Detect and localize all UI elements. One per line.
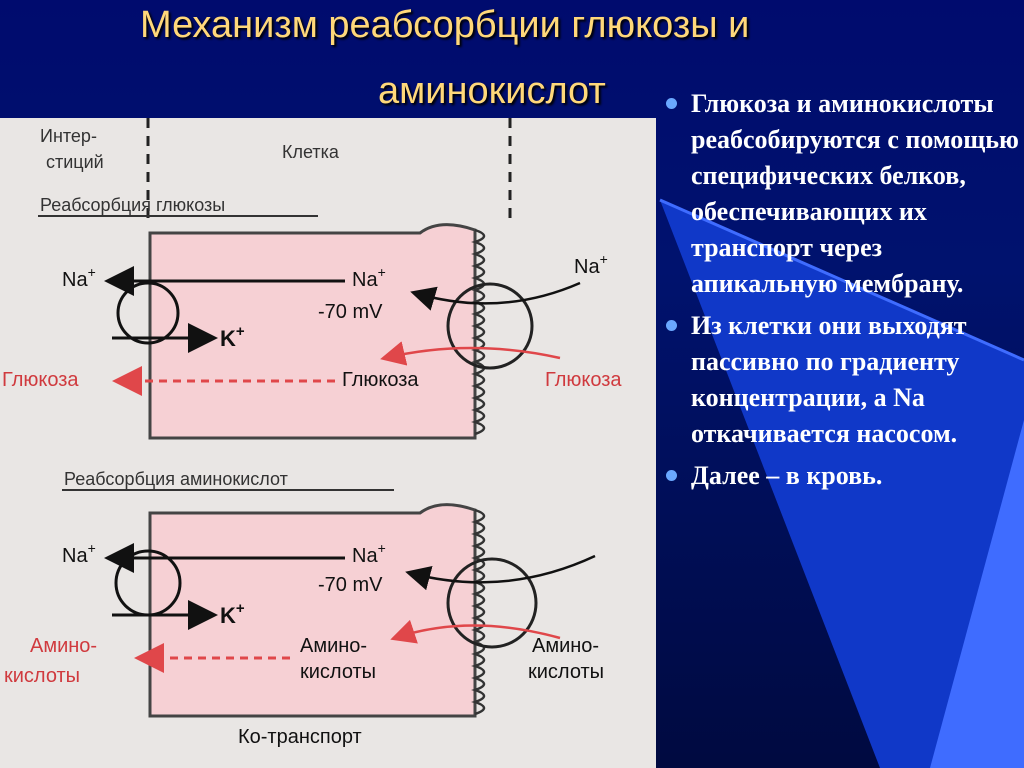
amino-voltage-label: -70 mV [318, 574, 383, 596]
glucose-label-center: Глюкоза [342, 369, 419, 391]
diagram-svg: Интер- стиций Клетка Реабсорбция глюкозы… [2, 118, 622, 748]
interstitium-label-1: Интер- [40, 126, 97, 146]
amino-label-right-2: кислоты [528, 661, 604, 683]
reabsorption-diagram: Интер- стиций Клетка Реабсорбция глюкозы… [0, 118, 656, 768]
amino-na-center: Na+ [352, 540, 386, 567]
cell-label: Клетка [282, 142, 340, 162]
light-blue-wedge [930, 420, 1024, 768]
glucose-label-right: Глюкоза [545, 369, 622, 391]
amino-cell-microvilli [471, 508, 486, 716]
amino-cell: Na+ Na+ -70 mV K+ Амино- кислоты Амино- … [4, 503, 604, 718]
bullet-text: Из клетки они выходят пассивно по градие… [691, 311, 967, 448]
blue-wedge [660, 200, 1024, 768]
bullet-dot-icon [666, 320, 677, 331]
glucose-red-in-curve [380, 341, 561, 366]
glucose-cell-body [148, 223, 477, 440]
wedge-highlight-line [659, 198, 1024, 362]
amino-label-center-1: Амино- [300, 635, 367, 657]
bullet-item: Из клетки они выходят пассивно по градие… [660, 308, 1020, 452]
amino-cell-body [148, 503, 477, 718]
bullet-dot-icon [666, 98, 677, 109]
glucose-cell: Na+ Na+ Na+ -70 mV K+ Глюкоза Глюкоза Гл… [2, 223, 622, 440]
bullet-text: Далее – в кровь. [691, 461, 883, 490]
amino-label-left-2: кислоты [4, 665, 80, 687]
glucose-na-center: Na+ [352, 264, 386, 291]
glucose-na-left: Na+ [62, 264, 96, 291]
glucose-pump-circle [116, 281, 180, 345]
glucose-voltage-label: -70 mV [318, 301, 383, 323]
slide-title-line-1: Механизм реабсорбции глюкозы и [140, 4, 750, 46]
bullet-item: Далее – в кровь. [660, 458, 1020, 494]
amino-na-left: Na+ [62, 540, 96, 567]
amino-section-title: Реабсорбция аминокислот [64, 469, 288, 489]
amino-label-left-1: Амино- [30, 635, 97, 657]
interstitium-label-2: стиций [46, 152, 104, 172]
amino-na-in-curve [405, 554, 596, 591]
bullet-list: Глюкоза и аминокислоты реабсобируются с … [660, 86, 1020, 500]
amino-label-center-2: кислоты [300, 661, 376, 683]
glucose-label-left: Глюкоза [2, 369, 79, 391]
amino-red-in-curve [390, 619, 561, 644]
glucose-cotransporter-circle [446, 282, 534, 370]
cotransport-label: Ко-транспорт [238, 726, 362, 748]
glucose-section-title: Реабсорбция глюкозы [40, 195, 225, 215]
bullet-dot-icon [666, 470, 677, 481]
slide-title-line-2: аминокислот [378, 70, 606, 112]
glucose-k-label: K+ [220, 323, 245, 351]
amino-cotransporter-circle [446, 557, 538, 649]
glucose-na-in-curve [410, 281, 581, 311]
glucose-cell-microvilli [471, 228, 486, 436]
glucose-na-right: Na+ [574, 251, 608, 278]
bullet-item: Глюкоза и аминокислоты реабсобируются с … [660, 86, 1020, 302]
bullet-text: Глюкоза и аминокислоты реабсобируются с … [691, 89, 1019, 298]
amino-k-label: K+ [220, 600, 245, 628]
amino-label-right-1: Амино- [532, 635, 599, 657]
